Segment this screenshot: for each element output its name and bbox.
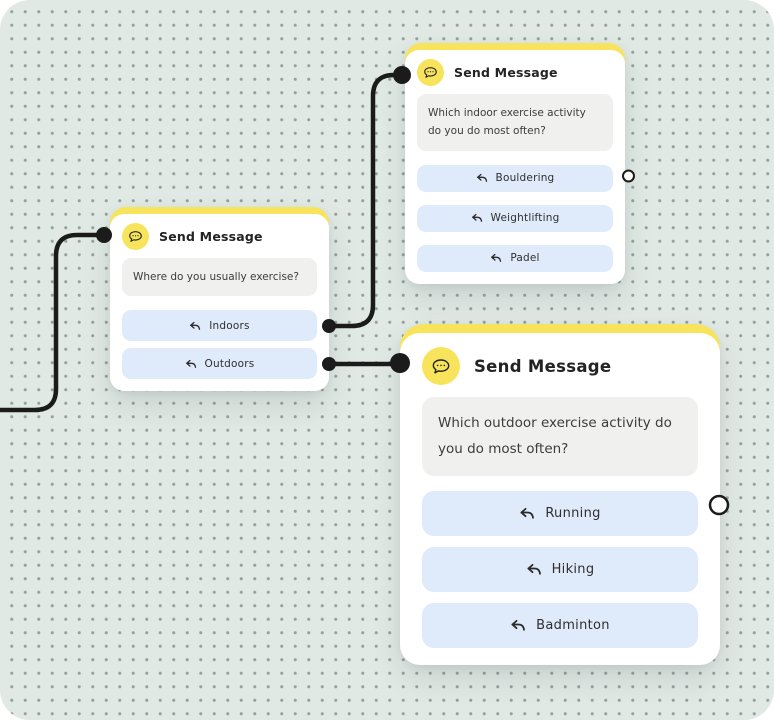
reply-arrow-icon <box>476 173 488 183</box>
node-send-message-outdoor[interactable]: Send Message Which outdoor exercise acti… <box>400 324 720 666</box>
chat-bubble-icon <box>417 59 444 86</box>
message-text[interactable]: Which outdoor exercise activity do you d… <box>422 397 698 477</box>
choice-button-bouldering[interactable]: Bouldering <box>417 164 613 192</box>
message-text[interactable]: Where do you usually exercise? <box>122 258 317 297</box>
connector-incoming-to-where-node <box>0 232 101 413</box>
choice-button-label: Hiking <box>551 562 595 578</box>
choice-button-badminton[interactable]: Badminton <box>422 603 698 649</box>
reply-arrow-icon <box>185 359 197 369</box>
reply-arrow-icon <box>519 507 535 520</box>
choice-button-label: Weightlifting <box>490 212 560 225</box>
choice-button-label: Padel <box>510 252 540 265</box>
node-header[interactable]: Send Message <box>400 333 720 393</box>
reply-arrow-icon <box>490 253 502 263</box>
choice-button-label: Running <box>545 506 601 522</box>
node-header[interactable]: Send Message <box>405 50 625 92</box>
choice-button-indoors[interactable]: Indoors <box>122 310 317 342</box>
choice-button-outdoors[interactable]: Outdoors <box>122 348 317 380</box>
choice-button-label: Bouldering <box>495 172 555 185</box>
message-text[interactable]: Which indoor exercise activity do you do… <box>417 94 613 151</box>
choice-button-padel[interactable]: Padel <box>417 244 613 272</box>
node-title: Send Message <box>159 229 263 244</box>
choice-button-weightlifting[interactable]: Weightlifting <box>417 204 613 232</box>
chat-bubble-icon <box>422 347 460 385</box>
connector-indoors-to-indoor-node <box>326 72 400 329</box>
node-title: Send Message <box>474 356 612 376</box>
choice-button-running[interactable]: Running <box>422 491 698 537</box>
choice-button-label: Indoors <box>209 319 250 332</box>
reply-arrow-icon <box>189 321 201 331</box>
node-header[interactable]: Send Message <box>110 214 329 256</box>
chat-bubble-icon <box>122 223 149 250</box>
choice-button-label: Badminton <box>536 618 610 634</box>
choice-button-hiking[interactable]: Hiking <box>422 547 698 593</box>
choice-button-label: Outdoors <box>204 357 255 370</box>
node-send-message-where[interactable]: Send Message Where do you usually exerci… <box>110 207 329 392</box>
reply-arrow-icon <box>471 213 483 223</box>
reply-arrow-icon <box>526 563 542 576</box>
node-send-message-indoor[interactable]: Send Message Which indoor exercise activ… <box>405 43 625 284</box>
node-title: Send Message <box>454 65 558 80</box>
reply-arrow-icon <box>510 619 526 632</box>
